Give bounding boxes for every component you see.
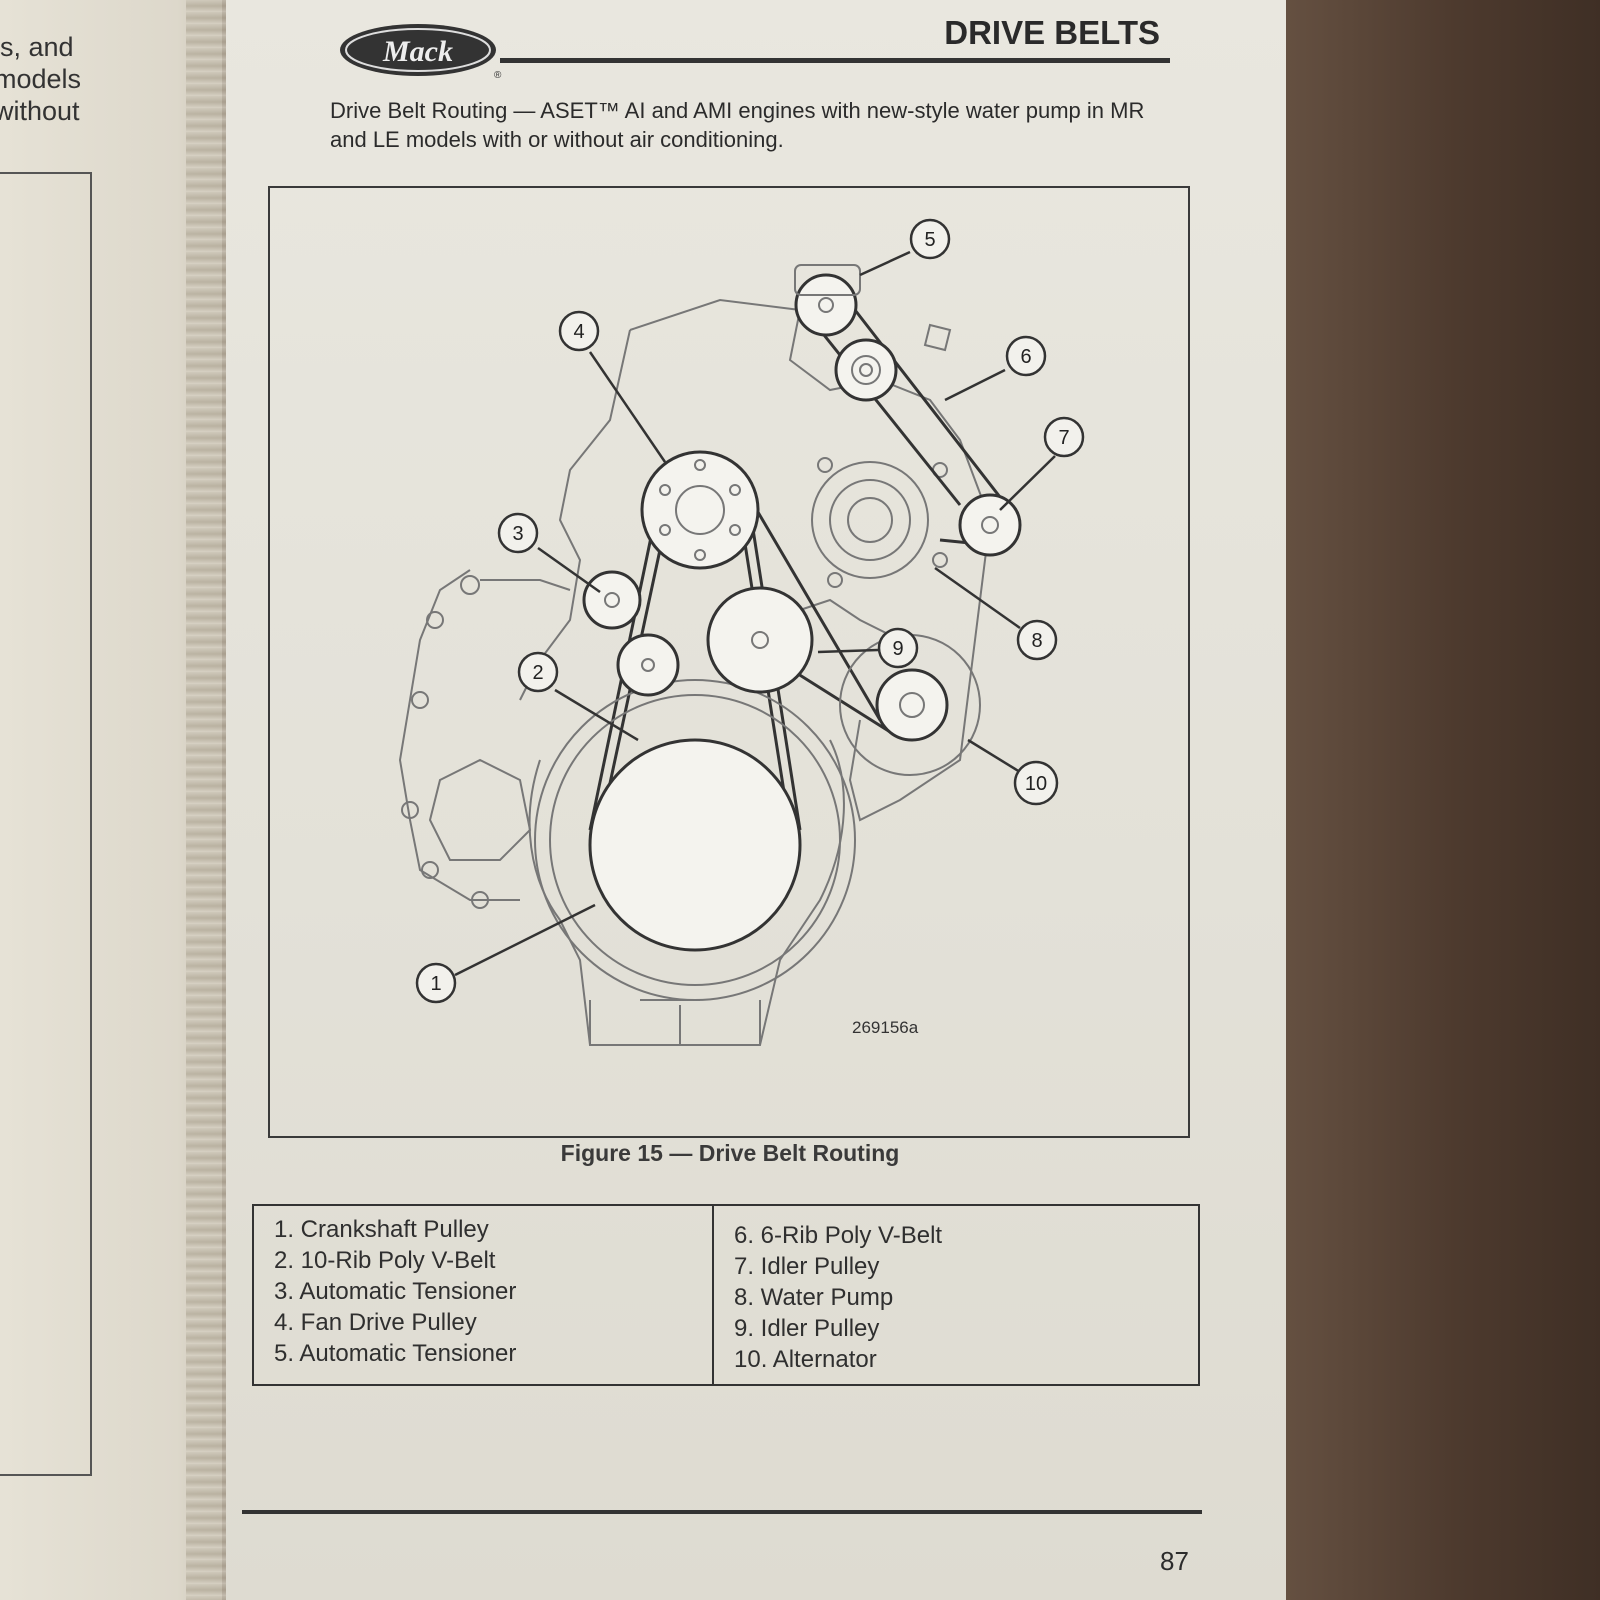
legend-item: 2. 10-Rib Poly V-Belt	[274, 1247, 496, 1274]
idler-pulley-lower	[706, 586, 814, 694]
svg-text:8: 8	[1031, 630, 1042, 652]
legend-item: 10. Alternator	[734, 1346, 877, 1373]
svg-text:10: 10	[1025, 773, 1047, 795]
figure-caption: Figure 15 — Drive Belt Routing	[560, 1140, 900, 1166]
svg-text:6: 6	[1020, 346, 1031, 368]
fan-drive-pulley	[640, 450, 760, 570]
callout-5: 5	[909, 218, 951, 260]
callout-4: 4	[558, 310, 600, 352]
svg-text:3: 3	[512, 523, 523, 545]
book-binding	[186, 0, 230, 1600]
legend-item: 1. Crankshaft Pulley	[274, 1216, 489, 1243]
callout-10: 10	[1013, 760, 1059, 806]
svg-text:1: 1	[430, 973, 441, 995]
legend-item: 4. Fan Drive Pulley	[274, 1309, 477, 1336]
callout-8: 8	[1016, 619, 1058, 661]
footer-rule	[242, 1510, 1202, 1514]
facing-page: ls, and models without	[0, 0, 222, 1600]
svg-text:9: 9	[892, 638, 903, 660]
page-number: 87	[1160, 1546, 1189, 1576]
legend-item: 8. Water Pump	[734, 1284, 894, 1311]
crankshaft-pulley	[534, 679, 856, 1001]
legend-column-left: 1. Crankshaft Pulley 2. 10-Rib Poly V-Be…	[274, 1214, 516, 1369]
svg-text:7: 7	[1058, 427, 1069, 449]
mack-logo: Mack ®	[340, 24, 502, 81]
facing-page-box	[0, 172, 92, 1476]
facing-page-text-1: ls, and	[0, 32, 74, 62]
svg-text:4: 4	[573, 321, 584, 343]
callout-6: 6	[1005, 335, 1047, 377]
idler-pulley-right	[958, 493, 1022, 557]
callout-9: 9	[877, 627, 919, 669]
legend-item: 6. 6-Rib Poly V-Belt	[734, 1222, 943, 1249]
callout-1: 1	[415, 962, 457, 1004]
callout-leaders	[454, 250, 1056, 977]
callout-3: 3	[497, 512, 539, 554]
figure-frame	[268, 186, 1190, 1138]
legend-item: 5. Automatic Tensioner	[274, 1340, 517, 1367]
callout-2: 2	[517, 651, 559, 693]
facing-page-text-3: without	[0, 96, 80, 126]
legend-divider	[712, 1206, 714, 1384]
figure-id: 269156a	[852, 1018, 919, 1037]
idler-pulley-upper	[834, 338, 898, 402]
intro-paragraph: Drive Belt Routing — ASET™ AI and AMI en…	[330, 98, 1145, 152]
svg-text:5: 5	[924, 229, 935, 251]
facing-page-text-2: models	[0, 64, 82, 94]
desk-background	[1240, 0, 1600, 1600]
legend-item: 7. Idler Pulley	[734, 1253, 880, 1280]
automatic-tensioner-lower	[582, 570, 680, 697]
legend-table: 1. Crankshaft Pulley 2. 10-Rib Poly V-Be…	[252, 1204, 1200, 1386]
automatic-tensioner-upper	[794, 264, 861, 337]
legend-item: 3. Automatic Tensioner	[274, 1278, 517, 1305]
svg-text:2: 2	[532, 662, 543, 684]
svg-text:Mack: Mack	[382, 35, 453, 68]
section-title: DRIVE BELTS	[944, 14, 1160, 51]
callout-7: 7	[1043, 416, 1085, 458]
header-rule	[500, 58, 1170, 63]
legend-column-right: 6. 6-Rib Poly V-Belt 7. Idler Pulley 8. …	[734, 1220, 942, 1375]
svg-text:®: ®	[494, 70, 502, 81]
legend-item: 9. Idler Pulley	[734, 1315, 880, 1342]
